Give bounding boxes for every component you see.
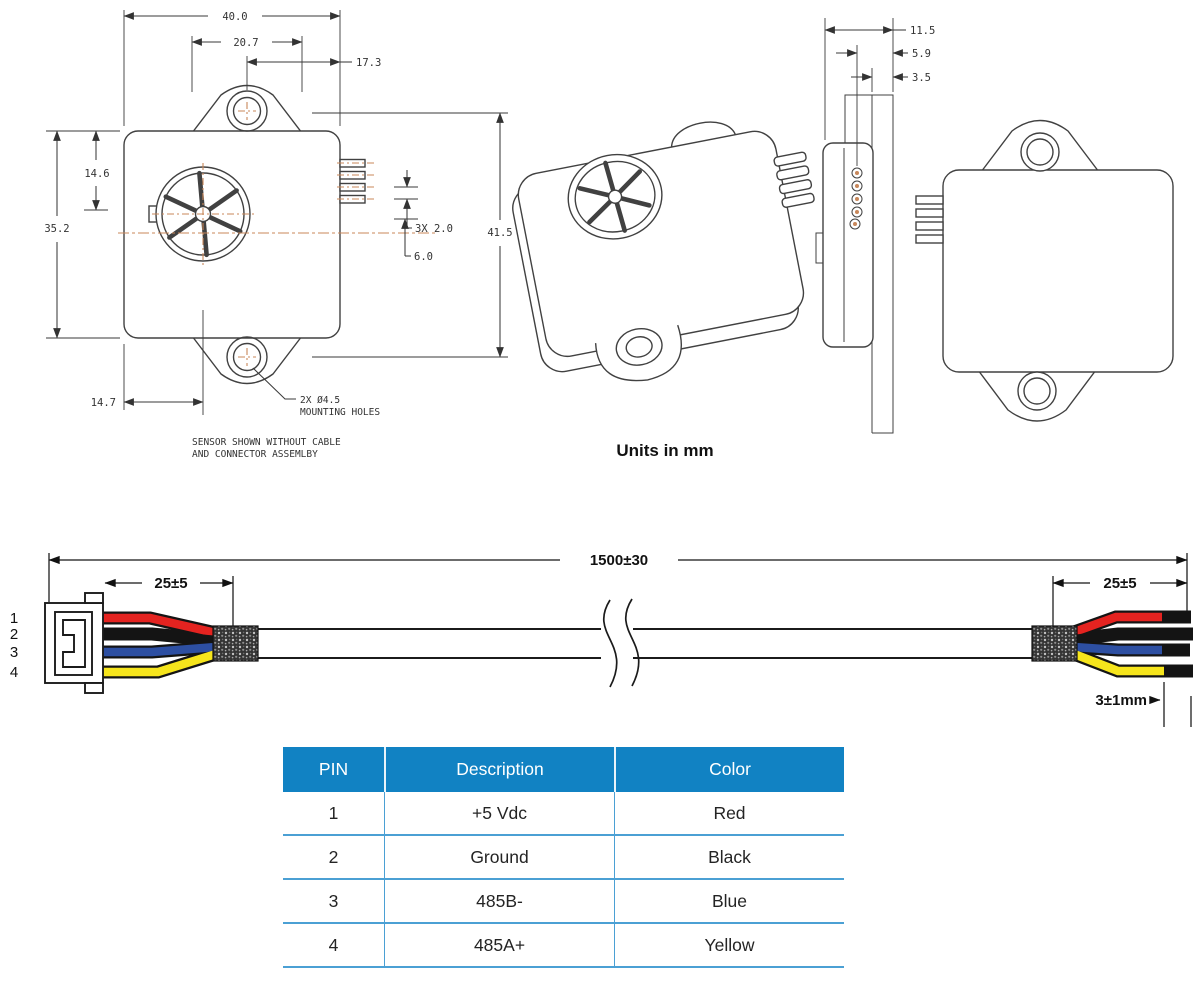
dim-depth-front-label: 5.9 [912, 48, 931, 60]
braid-right [1031, 625, 1078, 662]
table-row-1-description: +5 Vdc [384, 792, 614, 836]
dim-pin-offset-label: 6.0 [414, 251, 433, 263]
right-breakout-wires [1071, 610, 1193, 678]
pin-table-header-pin: PIN [283, 747, 384, 792]
dim-breakout-left-label: 25±5 [154, 575, 187, 592]
iso-top-ear [670, 121, 737, 148]
iso-pins [773, 151, 815, 208]
side-view: 11.5 5.9 3.5 [815, 18, 935, 434]
wire-blue-left [103, 642, 217, 657]
wire-pin-numbers: 1 2 3 4 [10, 610, 18, 681]
dim-hole-to-edge-label: 17.3 [356, 57, 381, 69]
wire-red-left [103, 613, 217, 638]
table-row-2-pin: 2 [283, 836, 384, 880]
dim-strip-length: 3±1mm [1095, 682, 1192, 727]
wire-yellow-left [103, 649, 218, 677]
back-view-pins [915, 195, 944, 244]
table-row-3-pin: 3 [283, 880, 384, 924]
sensor-dimension-drawing: 40.0 20.7 17.3 14.6 35.2 [44, 10, 1174, 460]
side-latch [815, 232, 823, 264]
dim-breakout-left: 25±5 [104, 575, 234, 627]
pin-table-header-description: Description [384, 747, 614, 792]
left-breakout-wires [103, 611, 218, 679]
dim-hole-span-label: 41.5 [487, 227, 512, 239]
side-view-pogo-pins [849, 167, 863, 230]
drawing-caption-line2: AND CONNECTOR ASSEMLBY [192, 449, 318, 460]
cable-assembly-drawing: 1 2 3 4 [10, 552, 1193, 727]
table-row-4-pin: 4 [283, 924, 384, 968]
dim-grille-offset-label: 14.6 [84, 168, 109, 180]
wire-yellow-right [1072, 650, 1166, 676]
table-row-2-description: Ground [384, 836, 614, 880]
dim-depth-plate-label: 3.5 [912, 72, 931, 84]
table-row-2-color: Black [614, 836, 844, 880]
stripped-wire-tips [1162, 610, 1193, 678]
braid-left [212, 625, 259, 662]
dim-pin-pitch-label: 3X 2.0 [415, 223, 453, 235]
dim-body-width-label: 40.0 [222, 11, 247, 23]
dim-overall-length-label: 1500±30 [590, 552, 648, 569]
table-row-1-color: Red [614, 792, 844, 836]
table-row-4-description: 485A+ [384, 924, 614, 968]
wire-black-left [103, 629, 217, 645]
cable-break-symbol [603, 598, 640, 688]
dim-breakout-right: 25±5 [1052, 575, 1188, 627]
table-row-1-pin: 1 [283, 792, 384, 836]
pin-number-3: 3 [10, 644, 18, 661]
dim-ear-width-label: 20.7 [233, 37, 258, 49]
drawing-caption-line1: SENSOR SHOWN WITHOUT CABLE [192, 437, 341, 448]
table-row-3-description: 485B- [384, 880, 614, 924]
front-view-pins [337, 158, 374, 204]
units-note: Units in mm [616, 441, 714, 460]
dim-grille-left-label: 14.7 [91, 397, 116, 409]
dim-depth-total-label: 11.5 [910, 25, 935, 37]
table-row-4-color: Yellow [614, 924, 844, 968]
wire-black-right [1073, 629, 1166, 644]
mounting-note-line2: MOUNTING HOLES [300, 407, 380, 418]
isometric-view [512, 121, 815, 382]
wire-red-right [1072, 612, 1164, 637]
back-view [915, 119, 1174, 422]
pin-number-4: 4 [10, 664, 18, 681]
table-row-3-color: Blue [614, 880, 844, 924]
pin-number-2: 2 [10, 626, 18, 643]
cable-jacket [258, 630, 1032, 657]
cable-jacket-outline [258, 628, 1032, 659]
mounting-note-line1: 2X Ø4.5 [300, 395, 340, 406]
pin-table-header-color: Color [614, 747, 844, 792]
dim-overall-length: 1500±30 [48, 552, 1188, 613]
front-view: 40.0 20.7 17.3 14.6 35.2 [44, 10, 513, 460]
dim-breakout-right-label: 25±5 [1103, 575, 1136, 592]
connector-4pin [44, 592, 104, 694]
pin-table: PIN Description Color 1 +5 Vdc Red 2 Gro… [283, 747, 844, 968]
dim-strip-length-label: 3±1mm [1095, 692, 1147, 709]
dim-body-height-label: 35.2 [44, 223, 69, 235]
wire-blue-right [1073, 642, 1164, 655]
pin-number-1: 1 [10, 610, 18, 627]
